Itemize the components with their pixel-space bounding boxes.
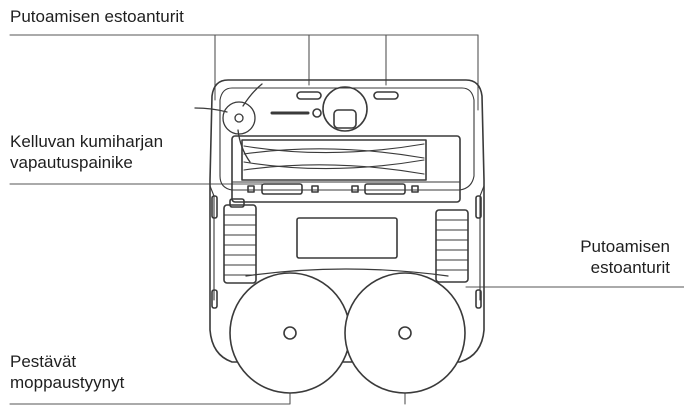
- rubber-brush: [243, 143, 425, 175]
- caster-wheel: [322, 86, 368, 132]
- mop-carrier: [245, 268, 449, 277]
- brush-compartment: [231, 135, 461, 203]
- label-top-cliff-sensors: Putoamisen estoanturit: [10, 7, 184, 26]
- mop-pad-right: [344, 272, 466, 394]
- drive-wheel-left: [223, 198, 257, 284]
- drive-wheel-right: [435, 209, 469, 283]
- brush-release-button-left: [261, 183, 303, 195]
- robot-body-outline: [209, 79, 485, 363]
- cliff-sensor-top-right: [373, 91, 399, 100]
- label-brush-release-button: Kelluvan kumiharjan vapautuspainike: [10, 132, 164, 172]
- side-brush: [194, 83, 263, 163]
- side-slot-left: [211, 195, 218, 219]
- robot-inner-outline: [219, 87, 475, 191]
- center-plate: [296, 217, 398, 259]
- brush-bay: [241, 139, 427, 181]
- cliff-sensor-top-left: [296, 91, 322, 100]
- label-side-cliff-sensors: Putoamisen estoanturit: [580, 237, 670, 277]
- mop-pad-left-center: [283, 326, 297, 340]
- side-slot-right: [475, 195, 482, 219]
- side-slot-left-lower: [211, 289, 218, 309]
- label-mop-pads: Pestävät moppaustyynyt: [10, 352, 125, 392]
- sensor-dot: [312, 108, 322, 118]
- side-slot-right-lower: [475, 289, 482, 309]
- mop-pad-left: [229, 272, 351, 394]
- side-brush-hub: [222, 101, 256, 135]
- caster-wheel-hub: [333, 109, 357, 129]
- brush-release-button-right: [364, 183, 406, 195]
- mop-pad-right-center: [398, 326, 412, 340]
